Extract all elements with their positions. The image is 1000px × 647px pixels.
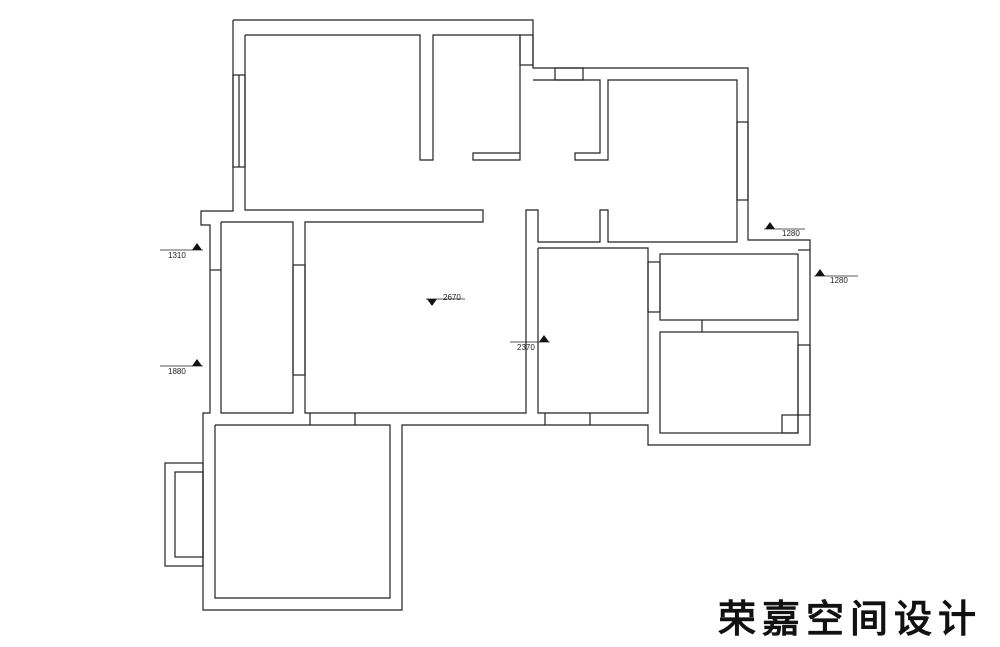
- level-marker-living: 2670: [426, 293, 465, 306]
- brand-logo-text: 荣嘉空间设计: [718, 596, 983, 641]
- window: [292, 264, 306, 376]
- level-triangle-icon: [815, 269, 825, 276]
- level-triangle-icon: [765, 222, 775, 229]
- level-triangle-icon: [427, 299, 437, 306]
- outer-wall: [200, 19, 811, 611]
- window: [736, 121, 749, 201]
- level-triangle-icon: [192, 359, 202, 366]
- window: [647, 261, 661, 313]
- window: [554, 67, 584, 81]
- bedroom-1-wall-bottom: [244, 35, 738, 414]
- level-value: 2370: [517, 343, 535, 352]
- level-value: 1880: [168, 367, 186, 376]
- level-marker-left-lower: 1880: [160, 359, 203, 376]
- level-marker-right-side: 1280: [814, 269, 858, 285]
- level-value: 1280: [782, 229, 800, 238]
- level-marker-kitchen: 2370: [510, 335, 550, 352]
- level-marker-left-upper: 1310: [160, 243, 203, 260]
- bedroom-1-wall: [245, 34, 521, 161]
- level-marker-right-top: 1280: [764, 222, 805, 238]
- window: [519, 34, 534, 66]
- window: [797, 344, 811, 416]
- corridor-wall: [220, 221, 294, 414]
- level-value: 1310: [168, 251, 186, 260]
- level-triangle-icon: [192, 243, 202, 250]
- kitchen-wall: [537, 247, 649, 414]
- bathroom-wall: [659, 253, 799, 321]
- level-value: 2670: [443, 293, 461, 302]
- bedroom-2-wall: [214, 424, 391, 599]
- corner-column: [781, 414, 799, 434]
- balcony-inner: [174, 471, 204, 558]
- level-triangle-icon: [539, 335, 549, 342]
- balcony: [164, 462, 204, 567]
- bedroom-3-wall: [659, 331, 799, 434]
- level-value: 1280: [830, 276, 848, 285]
